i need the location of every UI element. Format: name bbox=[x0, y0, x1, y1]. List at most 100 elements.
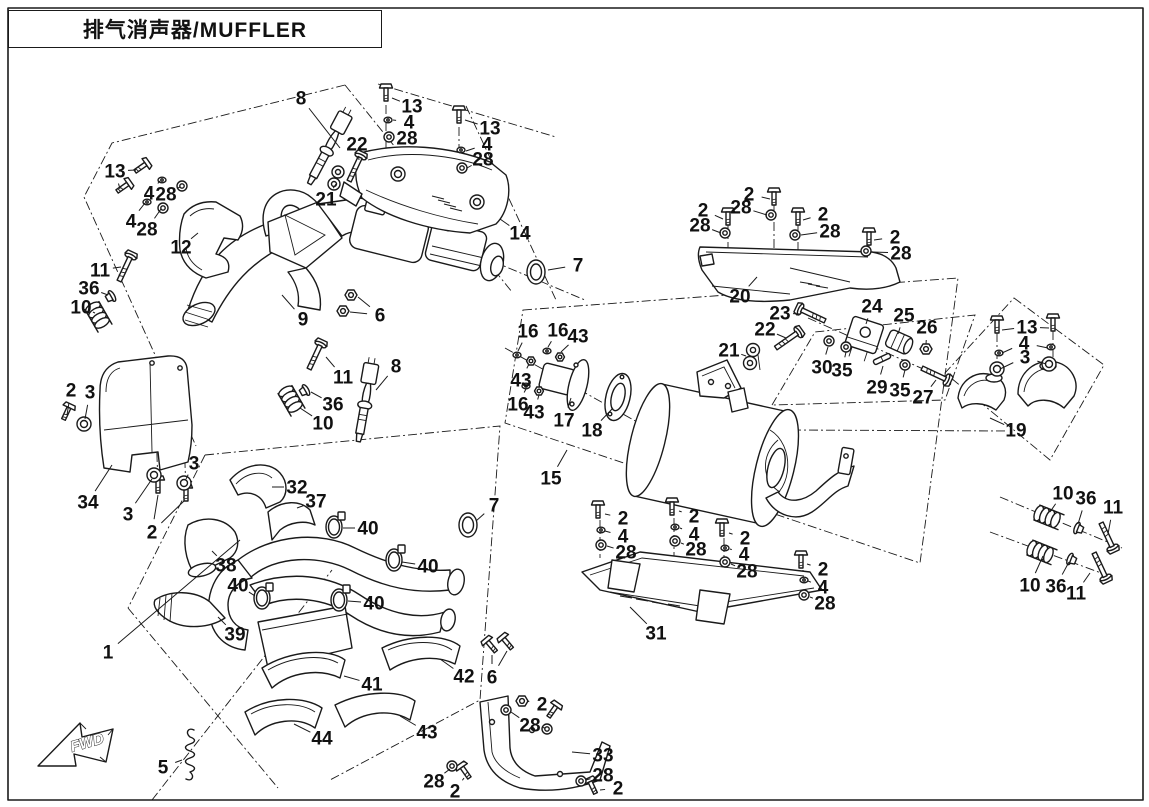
callout-34-28: 34 bbox=[77, 464, 113, 514]
callout-2-74: 2 bbox=[873, 228, 901, 249]
svg-text:20: 20 bbox=[729, 287, 750, 308]
svg-text:34: 34 bbox=[77, 493, 99, 514]
part-shield-43 bbox=[334, 692, 416, 728]
part-heat-shield-14 bbox=[355, 146, 510, 234]
callout-2-55: 2 bbox=[604, 509, 628, 530]
svg-text:4: 4 bbox=[739, 545, 750, 566]
callout-15-77: 15 bbox=[540, 449, 568, 490]
callout-11-106: 11 bbox=[1066, 572, 1091, 605]
callout-43-81: 43 bbox=[510, 363, 532, 392]
svg-text:3: 3 bbox=[189, 454, 200, 475]
svg-text:10: 10 bbox=[312, 414, 333, 435]
callout-39-35: 39 bbox=[217, 616, 246, 646]
svg-text:8: 8 bbox=[391, 357, 402, 378]
callout-28-14: 28 bbox=[393, 129, 418, 150]
fwd-arrow: FWD bbox=[37, 722, 114, 767]
part-elbow-37 bbox=[267, 502, 316, 541]
callout-19-100: 19 bbox=[989, 417, 1027, 442]
callout-28-75: 28 bbox=[871, 244, 912, 265]
title-box: 排气消声器/MUFFLER bbox=[8, 10, 382, 48]
callout-4-65: 4 bbox=[807, 578, 829, 599]
svg-text:18: 18 bbox=[581, 421, 602, 442]
svg-text:28: 28 bbox=[689, 216, 710, 237]
callout-21-86: 21 bbox=[718, 341, 747, 362]
part-cover-34 bbox=[98, 355, 193, 473]
svg-text:4: 4 bbox=[1019, 334, 1030, 355]
svg-text:7: 7 bbox=[573, 256, 584, 277]
svg-text:43: 43 bbox=[416, 723, 437, 744]
callout-8-25: 8 bbox=[375, 357, 402, 391]
callout-33-52: 33 bbox=[571, 746, 614, 767]
callout-1-41: 1 bbox=[103, 539, 241, 664]
callout-16-78: 16 bbox=[517, 322, 539, 352]
svg-text:16: 16 bbox=[507, 395, 528, 416]
callout-37-33: 37 bbox=[296, 492, 327, 513]
svg-text:2: 2 bbox=[537, 695, 548, 716]
page-border bbox=[7, 7, 1144, 801]
callout-3-31: 3 bbox=[185, 454, 200, 480]
svg-text:25: 25 bbox=[893, 306, 915, 327]
svg-text:28: 28 bbox=[736, 562, 757, 583]
svg-text:30: 30 bbox=[811, 358, 832, 379]
callout-3-99: 3 bbox=[999, 348, 1047, 370]
svg-text:2: 2 bbox=[818, 205, 829, 226]
callout-23-88: 23 bbox=[769, 304, 802, 325]
svg-text:29: 29 bbox=[866, 378, 887, 399]
callout-25-90: 25 bbox=[893, 306, 915, 335]
callout-2-72: 2 bbox=[802, 205, 829, 226]
svg-text:40: 40 bbox=[363, 594, 384, 615]
gasket-7-mid bbox=[458, 512, 478, 538]
callout-28-71: 28 bbox=[689, 216, 722, 237]
svg-text:43: 43 bbox=[510, 371, 531, 392]
callout-22-87: 22 bbox=[754, 320, 787, 341]
svg-text:2: 2 bbox=[698, 201, 709, 222]
svg-text:15: 15 bbox=[540, 469, 562, 490]
svg-text:16: 16 bbox=[517, 322, 538, 343]
callout-40-37: 40 bbox=[401, 557, 439, 578]
callout-18-85: 18 bbox=[581, 407, 614, 442]
callout-11-103: 11 bbox=[1103, 498, 1123, 535]
svg-text:3: 3 bbox=[85, 383, 96, 404]
callout-4-13: 4 bbox=[392, 113, 415, 134]
svg-text:44: 44 bbox=[311, 729, 333, 750]
svg-text:4: 4 bbox=[404, 113, 415, 134]
svg-text:43: 43 bbox=[523, 403, 544, 424]
callout-2-50: 2 bbox=[526, 695, 548, 716]
svg-text:2: 2 bbox=[66, 381, 77, 402]
callout-21-11: 21 bbox=[315, 183, 337, 211]
callout-36-7: 36 bbox=[78, 279, 109, 300]
callout-4-98: 4 bbox=[1001, 334, 1049, 355]
callout-10-104: 10 bbox=[1019, 555, 1044, 597]
callout-28-69: 28 bbox=[730, 198, 768, 219]
part-bracket-24 bbox=[844, 315, 885, 362]
svg-text:12: 12 bbox=[170, 238, 191, 259]
svg-text:40: 40 bbox=[417, 557, 438, 578]
callout-2-61: 2 bbox=[728, 529, 750, 550]
svg-text:2: 2 bbox=[890, 228, 901, 249]
part-inlet-pipe-17 bbox=[538, 358, 590, 412]
callout-12-5: 12 bbox=[170, 232, 199, 259]
svg-text:17: 17 bbox=[553, 411, 574, 432]
callout-43-80: 43 bbox=[560, 327, 589, 353]
svg-text:4: 4 bbox=[482, 135, 493, 156]
callout-7-19: 7 bbox=[547, 256, 584, 277]
pin-29 bbox=[872, 352, 892, 366]
page-title: 排气消声器/MUFFLER bbox=[82, 19, 308, 42]
part-heat-shield-20 bbox=[697, 246, 901, 303]
callout-2-30: 2 bbox=[147, 494, 185, 544]
callout-40-38: 40 bbox=[227, 576, 256, 597]
callout-2-70: 2 bbox=[698, 201, 724, 222]
callout-4-1: 4 bbox=[144, 180, 161, 205]
svg-text:28: 28 bbox=[136, 220, 157, 241]
svg-text:4: 4 bbox=[144, 184, 155, 205]
callout-40-36: 40 bbox=[343, 519, 379, 540]
callout-4-59: 4 bbox=[679, 525, 700, 546]
callout-35-95: 35 bbox=[889, 369, 911, 402]
callout-16-82: 16 bbox=[507, 388, 529, 416]
svg-text:16: 16 bbox=[547, 321, 568, 342]
callout-6-21: 6 bbox=[349, 296, 385, 327]
svg-text:28: 28 bbox=[685, 540, 706, 561]
part-elbow-32 bbox=[229, 464, 287, 509]
callout-2-54: 2 bbox=[599, 779, 623, 800]
svg-text:6: 6 bbox=[487, 668, 498, 689]
